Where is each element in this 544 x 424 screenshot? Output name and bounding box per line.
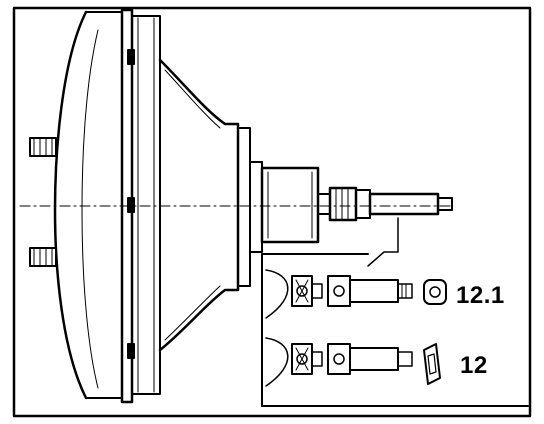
- diagram-frame: [12, 6, 532, 418]
- nut-icon: [291, 275, 323, 307]
- detail-panel: [261, 253, 529, 407]
- brake-booster-icon: [29, 8, 320, 404]
- spacer-icon: [423, 279, 447, 305]
- callout-label-lower: 12: [460, 352, 488, 379]
- bolt-icon-lower: [327, 343, 413, 375]
- mounting-stud-bottom: [29, 247, 57, 267]
- pushrod-icon: [317, 186, 453, 222]
- variant-upper-parts: [265, 269, 447, 319]
- callout-label-upper: 12.1: [456, 282, 505, 309]
- mounting-stud-top: [29, 137, 57, 157]
- clip-icon: [423, 343, 441, 385]
- nut-icon-lower: [291, 343, 323, 375]
- variant-lower-parts: [265, 337, 441, 387]
- bolt-icon: [327, 275, 413, 307]
- detail-leader: [367, 217, 399, 267]
